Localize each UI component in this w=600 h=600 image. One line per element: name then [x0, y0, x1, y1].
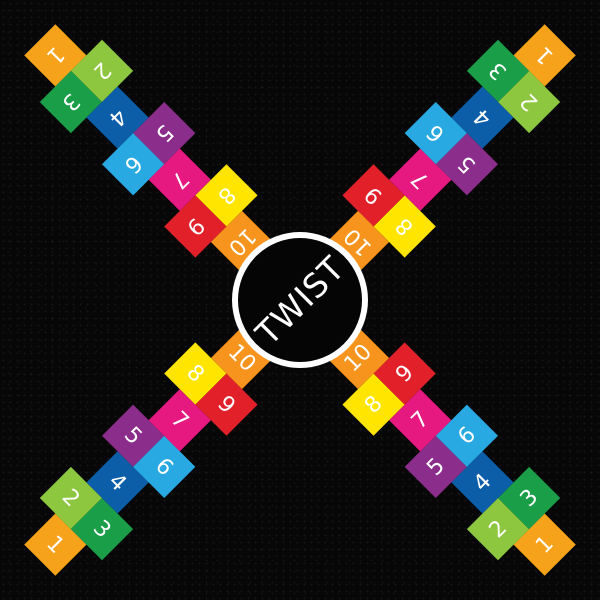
- center-circle: TWIST: [232, 232, 368, 368]
- center-label: TWIST: [247, 247, 353, 353]
